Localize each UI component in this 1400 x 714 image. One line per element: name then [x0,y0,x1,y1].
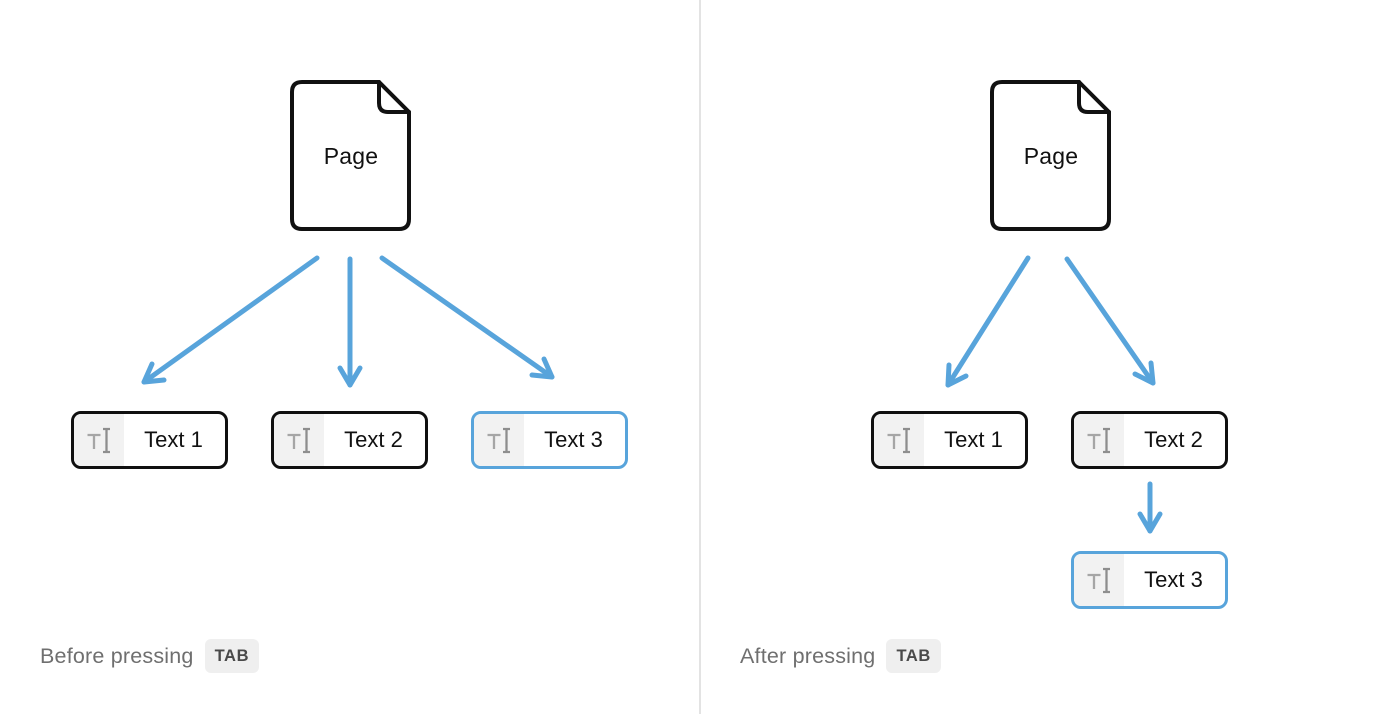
text-block-text3-highlighted: Text 3 [1071,551,1228,609]
caption-text: After pressing [740,643,876,668]
caption-before: Before pressing TAB [40,638,260,674]
arrow-page-to-text2 [337,256,363,388]
text-block-label: Text 3 [1144,567,1203,592]
page-document-icon [290,80,411,231]
caption-after: After pressing TAB [740,638,941,674]
text-block-text1: Text 1 [71,411,228,469]
panel-after: Page Text 1 Text 2 [700,0,1400,714]
arrow-page-to-text2 [1064,256,1156,386]
text-block-label: Text 3 [544,427,603,452]
before-diagram-art [141,80,555,388]
text-block-icon [874,414,924,466]
arrow-page-to-text3 [379,255,555,380]
after-diagram-art [945,80,1163,534]
text-block-icon [274,414,324,466]
page-document-icon [990,80,1111,231]
text-block-icon [1074,554,1124,606]
text-block-label: Text 1 [944,427,1003,452]
text-block-icon [1074,414,1124,466]
arrow-page-to-text1 [945,255,1031,388]
text-block-text2: Text 2 [271,411,428,469]
tab-key-badge: TAB [204,639,260,673]
text-block-text3-highlighted: Text 3 [471,411,628,469]
text-block-icon [74,414,124,466]
text-block-text2: Text 2 [1071,411,1228,469]
text-block-icon [474,414,524,466]
panel-divider [699,0,701,714]
page-label: Page [323,142,379,169]
arrow-page-to-text1 [141,255,320,385]
text-block-text1: Text 1 [871,411,1028,469]
panel-before: Page Text 1 Text 2 [40,80,628,674]
caption-text: Before pressing [40,643,194,668]
tab-key-badge: TAB [886,639,941,673]
text-block-label: Text 1 [144,427,203,452]
arrow-text2-to-text3 [1137,481,1163,534]
text-block-label: Text 2 [344,427,403,452]
text-block-label: Text 2 [1144,427,1203,452]
page-label: Page [1023,142,1079,169]
